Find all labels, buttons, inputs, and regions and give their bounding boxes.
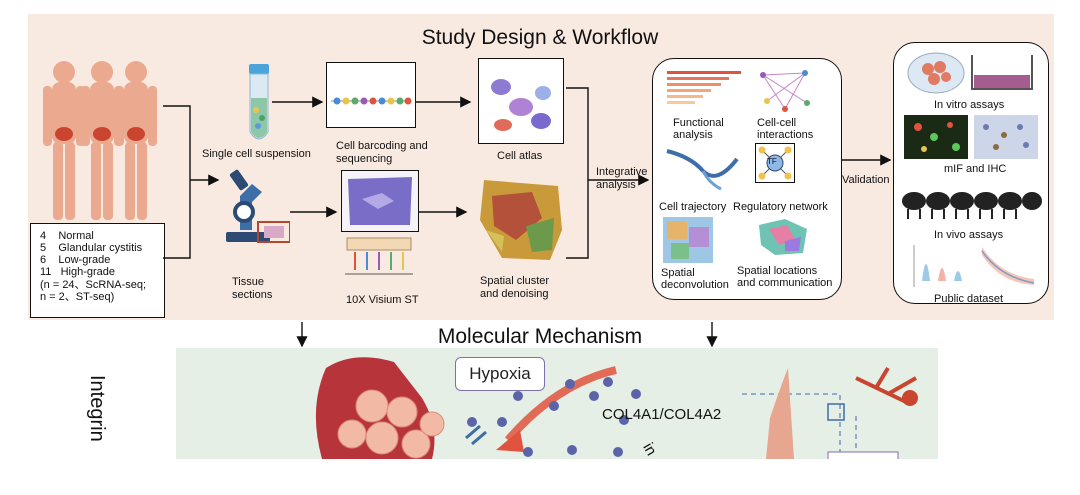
cellcell-label-line1: Cell-cell [757, 117, 797, 129]
validation-box: In vitro assays mIF and IHC In vivo as [893, 42, 1049, 305]
cohort-label: Glandular cystitis [58, 242, 143, 254]
tf-label: TF [767, 157, 777, 166]
cohort-row-normal: 4 Normal [40, 230, 94, 243]
spatial-cluster-label-line2: and denoising [480, 288, 549, 300]
cohort-label: High-grade [60, 266, 116, 278]
cohort-row-lowgrade: 6 Low-grade [40, 254, 110, 267]
functional-bar-icon [667, 71, 747, 111]
cohort-count: 11 [40, 266, 52, 278]
barcoding-label-line1: Cell barcoding and [336, 140, 428, 152]
microscope-icon [226, 169, 290, 243]
trajectory-label: Cell trajectory [659, 201, 727, 213]
network-graph-icon [760, 70, 810, 112]
cohort-label: Low-grade [58, 254, 111, 266]
integrative-label-line2: analysis [596, 179, 636, 191]
transwell-icon [971, 55, 1033, 90]
petri-dish-icon [907, 52, 965, 94]
cohort-row-highgrade: 11 High-grade [40, 266, 115, 279]
visium-capture-icon [345, 237, 413, 275]
barcoding-beads-illustration [331, 97, 412, 105]
spatial-cluster-label-line1: Spatial cluster [480, 275, 550, 287]
umap-plot-illustration [491, 79, 551, 131]
cohort-count: 5 [40, 242, 47, 254]
mechanism-illustration [315, 357, 918, 459]
col4-label: COL4A1/COL4A2 [602, 406, 722, 423]
molecular-title: Molecular Mechanism [437, 325, 643, 348]
integrative-label-line1: Integrative [596, 166, 648, 178]
regulatory-network-box [755, 143, 795, 183]
workflow-connectors [163, 87, 892, 348]
ihc-image [974, 115, 1038, 159]
cell-atlas-label: Cell atlas [497, 150, 543, 162]
visium-label: 10X Visium ST [346, 294, 419, 306]
tissue-label-line1: Tissue [232, 276, 264, 288]
cohort-note-line1: (n = 24、ScRNA-seq; [40, 279, 147, 291]
barcoding-label-line2: sequencing [336, 153, 393, 165]
fluorescence-icon [914, 122, 960, 152]
tf-network-icon [758, 146, 792, 180]
cellcell-label-line2: interactions [757, 129, 814, 141]
deconvolution-icon [663, 217, 713, 263]
cohort-box: 4 Normal 5 Glandular cystitis 6 Low-grad… [30, 223, 165, 318]
invivo-label: In vivo assays [934, 229, 1004, 241]
public-label: Public dataset [934, 293, 1004, 305]
cohort-row-glandular: 5 Glandular cystitis [40, 242, 142, 255]
spatial-loc-label-line1: Spatial locations [737, 265, 818, 277]
cohort-count: 6 [40, 254, 47, 266]
test-tube-icon [249, 64, 269, 140]
spatial-deconv-label-line1: Spatial [661, 267, 695, 279]
ihc-stain-icon [983, 124, 1029, 150]
barcoding-box [326, 62, 416, 128]
analysis-box: Functional analysis Cell-cell interactio… [652, 58, 842, 300]
cohort-count: 4 [40, 230, 47, 242]
hypoxia-badge: Hypoxia [455, 357, 545, 391]
invitro-label: In vitro assays [934, 99, 1005, 111]
functional-label-line1: Functional [673, 117, 724, 129]
tissue-label-line2: sections [232, 289, 273, 301]
cohort-note-line2: n = 2、ST-seq) [40, 291, 115, 303]
workflow-title: Study Design & Workflow [421, 26, 659, 49]
visium-slide-box [341, 170, 419, 232]
cell-atlas-box [478, 58, 564, 144]
spatial-loc-label-line2: and communication [737, 277, 833, 289]
human-figures-illustration [43, 61, 157, 220]
functional-label-line2: analysis [673, 129, 713, 141]
integrin-vertical-label: Integrin [86, 375, 108, 442]
mif-label: mIF and IHC [944, 163, 1007, 175]
spatial-communication-icon [759, 219, 807, 255]
spatial-deconv-label-line2: deconvolution [661, 279, 729, 291]
trajectory-icon [666, 149, 739, 191]
single-cell-label: Single cell suspension [202, 148, 311, 160]
spatial-cluster-illustration [480, 180, 562, 260]
mif-image [904, 115, 968, 159]
public-data-plots-icon [913, 245, 1035, 287]
regulatory-label: Regulatory network [733, 201, 828, 213]
cohort-label: Normal [58, 230, 94, 242]
tissue-slide-illustration [348, 177, 412, 225]
mouse-models-icon [902, 192, 1042, 219]
validation-label: Validation [842, 174, 890, 186]
